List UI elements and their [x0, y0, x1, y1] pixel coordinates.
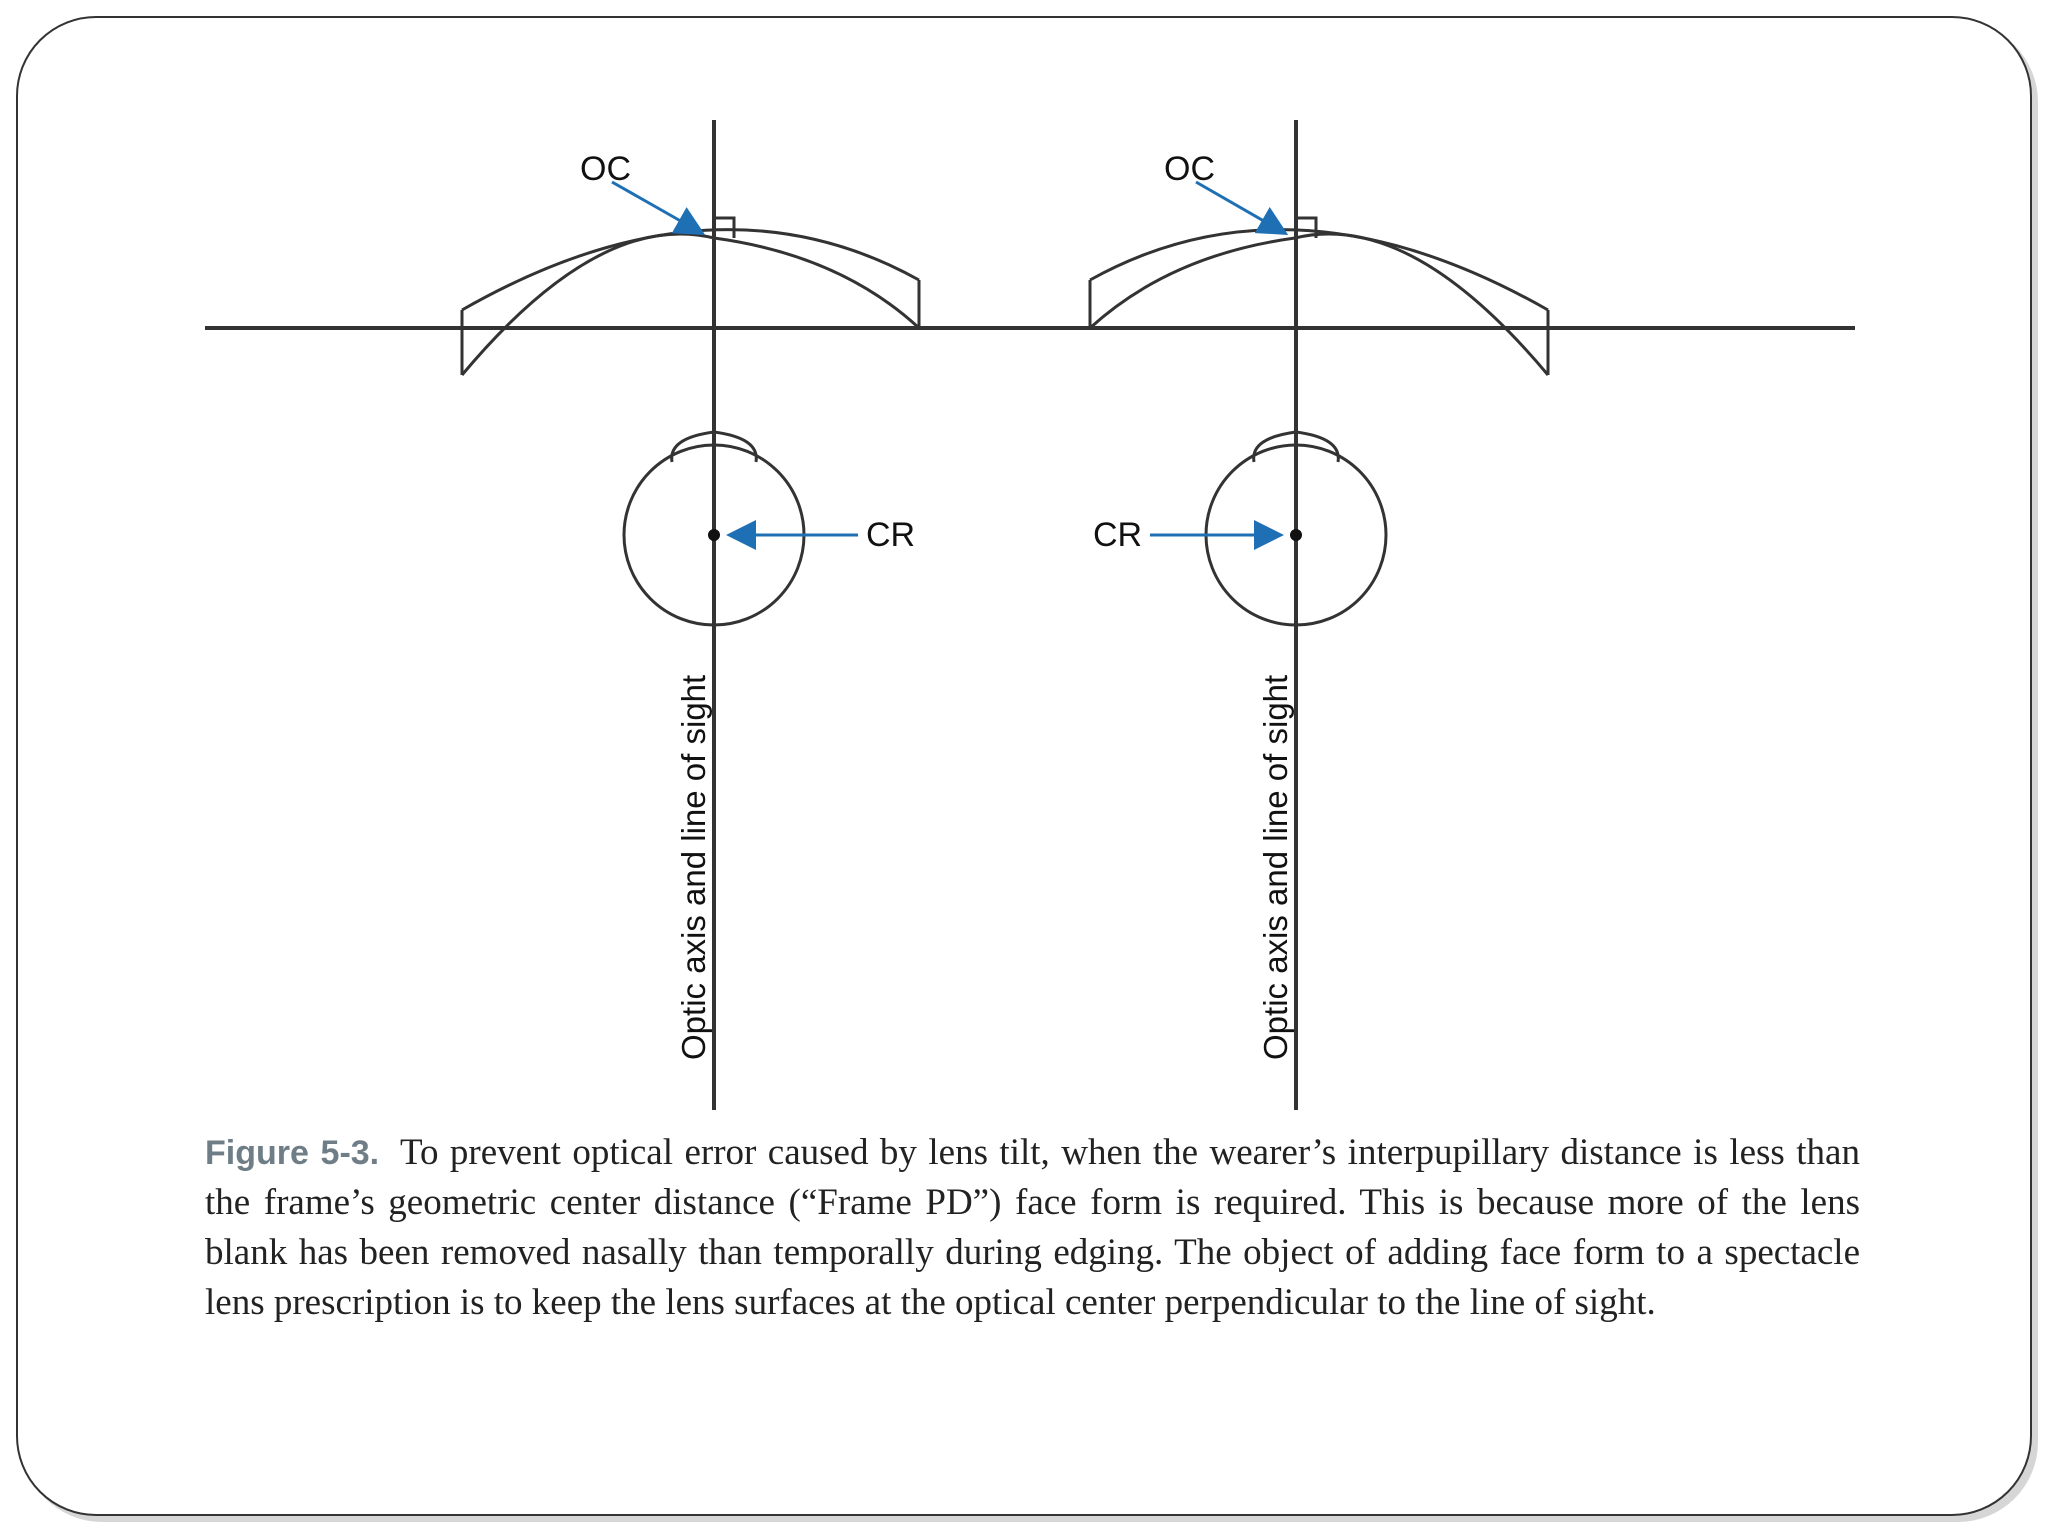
- slide-frame: [16, 16, 2032, 1516]
- right-cr-label: CR: [1093, 516, 1142, 554]
- caption-text: To prevent optical error caused by lens …: [205, 1132, 1860, 1323]
- left-lens-back-surface: [460, 232, 921, 376]
- left-lens-front-surface: [461, 228, 920, 312]
- right-oc-arrow: [1195, 180, 1289, 235]
- left-oc-label: OC: [580, 150, 631, 188]
- left-eye-cornea: [670, 430, 758, 463]
- right-perpendicular-mark: [1296, 216, 1318, 238]
- right-axis-label: Optic axis and line of sight: [1257, 675, 1294, 1060]
- left-center-of-rotation: [708, 529, 720, 541]
- right-lens-group: OC CR Optic axis and line of sight: [1088, 120, 1550, 1110]
- left-axis-label: Optic axis and line of sight: [675, 675, 712, 1060]
- figure-number: Figure 5-3.: [205, 1134, 380, 1172]
- left-cr-label: CR: [866, 516, 915, 554]
- left-perpendicular-mark: [714, 216, 736, 238]
- right-oc-label: OC: [1164, 150, 1215, 188]
- right-lens-back-surface: [1088, 232, 1550, 376]
- figure-caption: Figure 5-3. To prevent optical error cau…: [205, 1128, 1860, 1328]
- right-center-of-rotation: [1290, 529, 1302, 541]
- right-eye-cornea: [1252, 430, 1340, 463]
- left-lens-group: OC CR Optic axis and line of sight: [460, 120, 921, 1110]
- left-oc-arrow: [611, 180, 706, 235]
- right-lens-front-surface: [1089, 228, 1549, 312]
